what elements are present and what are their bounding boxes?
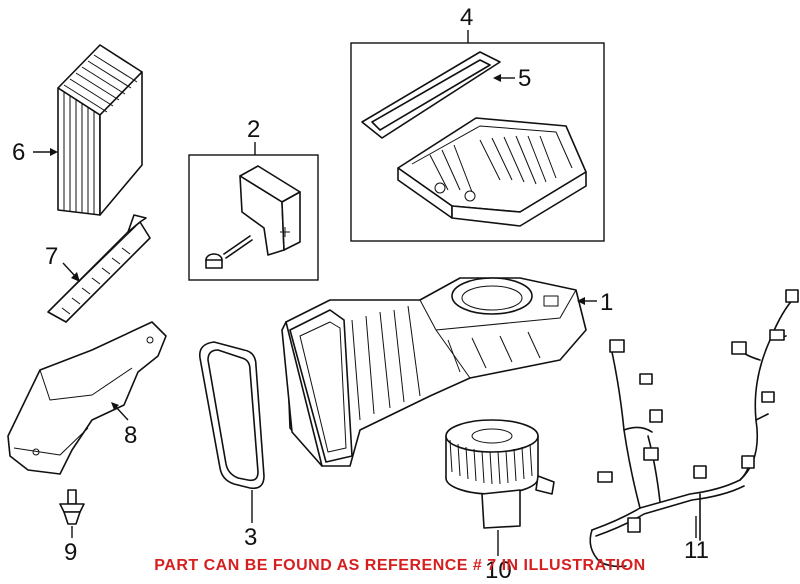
arrow-8: [111, 402, 129, 421]
callout-8: 8: [124, 422, 137, 449]
part-11-wiring-harness[interactable]: [589, 289, 799, 568]
part-9-clip[interactable]: [59, 489, 85, 525]
callout-9: 9: [64, 539, 77, 566]
part-8-insulator-panel[interactable]: [7, 321, 167, 475]
part-2-screw[interactable]: [205, 235, 253, 269]
callout-4: 4: [460, 4, 473, 31]
callout-3: 3: [244, 524, 257, 551]
part-7-filter-cover[interactable]: [47, 214, 151, 323]
arrow-7: [62, 262, 80, 282]
callout-2: 2: [247, 116, 260, 143]
part-2-box: [188, 154, 319, 281]
part-4-box: [350, 42, 605, 242]
callout-6: 6: [12, 139, 25, 166]
callout-5: 5: [518, 65, 531, 92]
part-4-case-half[interactable]: [397, 117, 587, 227]
callout-1: 1: [600, 289, 613, 316]
arrow-5: [493, 74, 515, 82]
part-1-hvac-housing[interactable]: [281, 277, 587, 467]
reference-banner: PART CAN BE FOUND AS REFERENCE # 7 IN IL…: [154, 557, 646, 574]
part-10-blower-motor[interactable]: [445, 419, 555, 529]
part-2-housing-cover[interactable]: [239, 165, 301, 256]
arrow-1: [577, 297, 597, 305]
part-6-air-filter[interactable]: [57, 44, 143, 216]
callout-7: 7: [45, 243, 58, 270]
callout-10: 10: [485, 557, 512, 584]
callout-11: 11: [684, 537, 709, 564]
part-5-seal[interactable]: [361, 51, 501, 139]
arrow-6: [33, 148, 58, 156]
part-3-gasket[interactable]: [198, 341, 265, 490]
